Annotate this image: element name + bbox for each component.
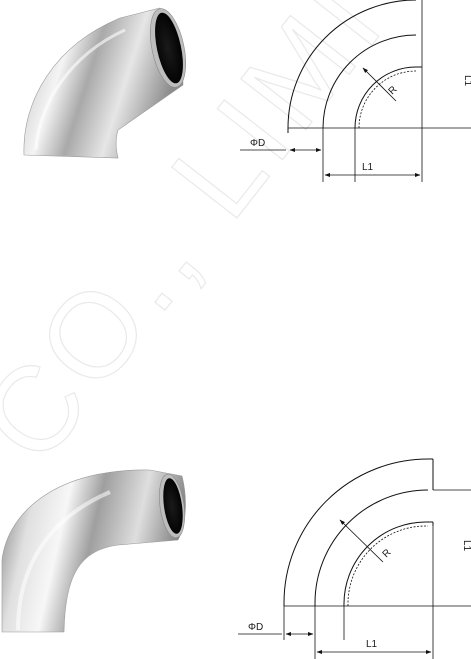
bottom-side-label: L1 xyxy=(461,540,471,552)
bottom-dia-label: ΦD xyxy=(248,622,263,633)
top-radius-label: R xyxy=(387,84,400,97)
top-wall-arc xyxy=(354,66,417,129)
bottom-radius-label: R xyxy=(381,547,394,560)
top-side-label: L1 xyxy=(462,75,471,87)
top-dia-label: ΦD xyxy=(250,138,265,149)
bottom-length-label: L1 xyxy=(366,639,378,650)
top-elbow-photo xyxy=(23,7,187,159)
bottom-inner-arc xyxy=(314,489,429,606)
bottom-outer-arc xyxy=(283,458,429,606)
bottom-elbow-photo xyxy=(1,469,186,633)
bottom-elbow-drawing xyxy=(238,458,471,659)
bottom-wall-arc xyxy=(343,521,429,607)
top-inner-arc xyxy=(322,34,417,129)
top-elbow-drawing xyxy=(240,0,471,182)
top-outer-arc xyxy=(287,0,417,129)
top-length-label: L1 xyxy=(362,162,374,173)
